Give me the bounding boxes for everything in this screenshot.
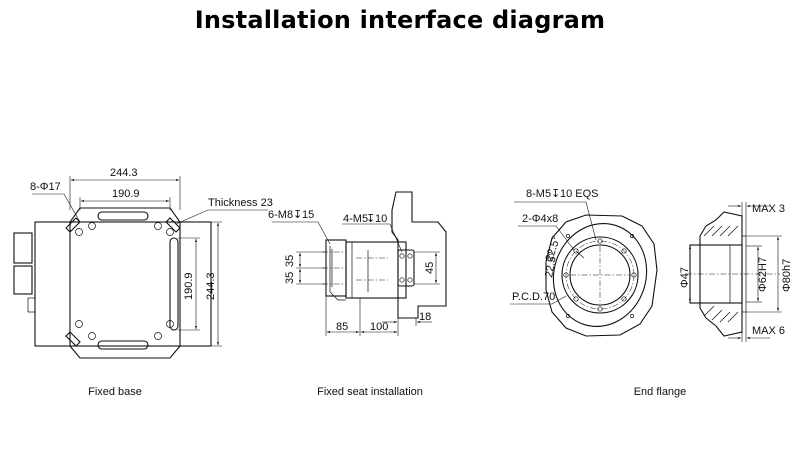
- base-slot-bottom: [97, 340, 149, 350]
- label-thickness: Thickness 23: [208, 197, 273, 209]
- base-mounting-holes: [75, 222, 174, 340]
- label-max-bottom: MAX 6: [752, 325, 785, 337]
- label-dia-80: Φ80h7: [781, 259, 793, 292]
- label-horiz-a: 85: [336, 321, 348, 333]
- base-corner-slot: [165, 217, 181, 233]
- label-horiz-b: 100: [370, 321, 388, 333]
- label-dia-47: Φ47: [679, 267, 691, 288]
- flange-outline: [545, 214, 658, 337]
- label-height-inner: 190.9: [183, 272, 195, 300]
- fixed-base-view: 8-Φ17 244.3 190.9 Thickness 23 190.9 244…: [13, 167, 273, 359]
- base-corner-slot: [65, 217, 81, 233]
- label-depth-m5: 10: [375, 213, 387, 225]
- label-holes: 8-Φ17: [30, 181, 61, 193]
- leader-holes: [32, 193, 81, 223]
- label-flange-depth: 10 EQS: [560, 188, 599, 200]
- flange-side-hatch: [703, 225, 739, 323]
- label-width-inner: 190.9: [112, 188, 140, 200]
- caption-fixed-base: Fixed base: [88, 386, 142, 398]
- leader-m5: [342, 223, 403, 253]
- caption-end-flange: End flange: [633, 386, 687, 398]
- depth-symbol-m8: ↧: [293, 209, 302, 221]
- leader-m8: [272, 221, 331, 245]
- page-title: Installation interface diagram: [194, 6, 606, 34]
- depth-symbol-m5: ↧: [366, 213, 375, 225]
- base-outer-body: [34, 221, 212, 347]
- flange-bolt-holes: [563, 238, 637, 312]
- caption-fixed-seat: Fixed seat installation: [317, 386, 423, 398]
- base-tab: [27, 297, 36, 313]
- end-flange-front-view: 8-M5 ↧ 10 EQS 2-Φ4x8 22.5° 22.5° P.C.D.7…: [510, 188, 658, 337]
- label-dia-62: Φ62H7: [757, 257, 769, 292]
- leader-thickness: [175, 209, 268, 225]
- base-corner-slot: [65, 331, 81, 347]
- label-angle-2: 22.5°: [543, 251, 559, 279]
- label-depth-m8: 15: [302, 209, 314, 221]
- label-height-outer: 244.3: [205, 272, 217, 300]
- label-vert-c: 45: [424, 262, 436, 274]
- end-flange-side-view: MAX 3 MAX 6 Φ47 Φ62H7 Φ80h7: [679, 202, 793, 342]
- label-flange-thread: 8-M5: [526, 188, 551, 200]
- label-width-outer: 244.3: [110, 167, 138, 179]
- base-slot-top: [97, 211, 149, 221]
- leader-pcd: [510, 295, 567, 305]
- leader-flange-pins: [518, 225, 575, 251]
- base-slot-right: [169, 237, 179, 331]
- seat-body: [345, 241, 407, 299]
- label-pcd: P.C.D.70: [512, 291, 555, 303]
- label-max-top: MAX 3: [752, 203, 785, 215]
- label-thread-m8: 6-M8: [268, 209, 293, 221]
- label-horiz-c: 18: [419, 311, 431, 323]
- label-vert-a: 35: [284, 255, 296, 267]
- label-thread-m5: 4-M5: [343, 213, 368, 225]
- label-flange-pins: 2-Φ4x8: [522, 213, 558, 225]
- leader-flange-thread: [514, 201, 597, 241]
- base-connector-upper: [13, 232, 33, 264]
- base-plate: [69, 207, 181, 359]
- fixed-seat-view: 6-M8 ↧ 15 4-M5 ↧ 10 35 35 45 85 100 18: [268, 191, 447, 336]
- base-connector-lower: [13, 265, 33, 295]
- seat-m5-block: [397, 249, 415, 287]
- flange-outer-ring: [552, 222, 648, 328]
- label-vert-b: 35: [284, 272, 296, 284]
- seat-upright: [391, 191, 447, 319]
- flange-pcd-ring: [561, 236, 639, 314]
- depth-symbol-flange: ↧: [551, 188, 560, 200]
